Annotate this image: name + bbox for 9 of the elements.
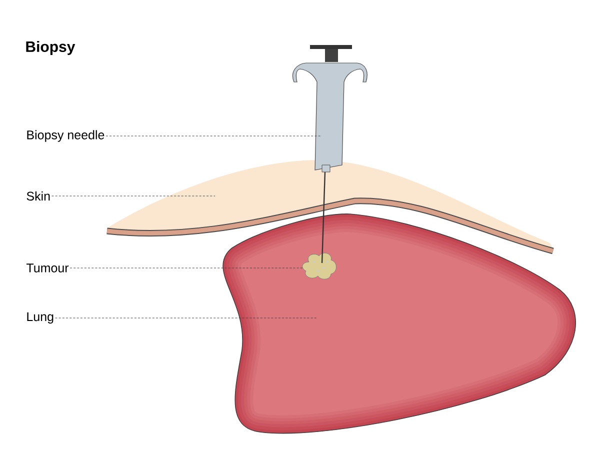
label-text: Tumour — [26, 264, 69, 272]
label-text: Skin — [26, 191, 50, 201]
title: Biopsy — [26, 41, 76, 55]
biopsy-needle-drawing — [292, 45, 368, 264]
lung-drawing — [222, 214, 576, 434]
label-text: Biopsy needle — [27, 130, 104, 142]
label-text: Lung — [27, 312, 54, 324]
skin-drawing — [106, 160, 554, 254]
tumour-drawing — [302, 252, 336, 280]
